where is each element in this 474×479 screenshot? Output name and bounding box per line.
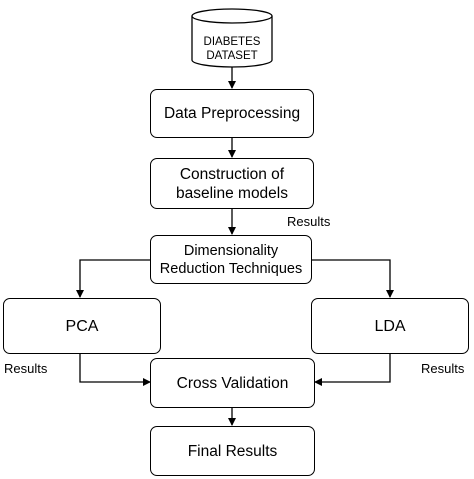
node-baseline-models-label: Construction of baseline models	[175, 165, 288, 202]
node-dimensionality-reduction: Dimensionality Reduction Techniques	[150, 235, 312, 284]
dataset-cylinder-icon	[191, 8, 273, 68]
node-lda-label: LDA	[374, 317, 406, 335]
edge-lda-to-crossvalidation	[314, 354, 391, 386]
node-cross-validation-label: Cross Validation	[176, 374, 289, 392]
edge-dimreduction-to-pca	[76, 259, 150, 298]
node-data-preprocessing-label: Data Preprocessing	[163, 105, 301, 122]
node-data-preprocessing: Data Preprocessing	[150, 89, 314, 138]
edge-label-baseline-results: Results	[287, 214, 331, 229]
edge-dimreduction-to-lda	[312, 259, 394, 298]
edge-label-pca-results: Results	[4, 361, 48, 376]
node-pca-label: PCA	[65, 317, 99, 335]
node-dimensionality-reduction-label: Dimensionality Reduction Techniques	[159, 242, 303, 277]
node-pca: PCA	[3, 298, 161, 354]
node-final-results: Final Results	[150, 426, 315, 476]
edge-label-lda-results: Results	[421, 361, 465, 376]
node-lda: LDA	[311, 298, 469, 354]
node-dataset-label: DIABETES DATASET	[203, 36, 261, 62]
node-cross-validation: Cross Validation	[150, 358, 315, 408]
node-baseline-models: Construction of baseline models	[150, 158, 314, 209]
node-final-results-label: Final Results	[187, 442, 278, 460]
edge-pca-to-crossvalidation	[79, 354, 151, 386]
